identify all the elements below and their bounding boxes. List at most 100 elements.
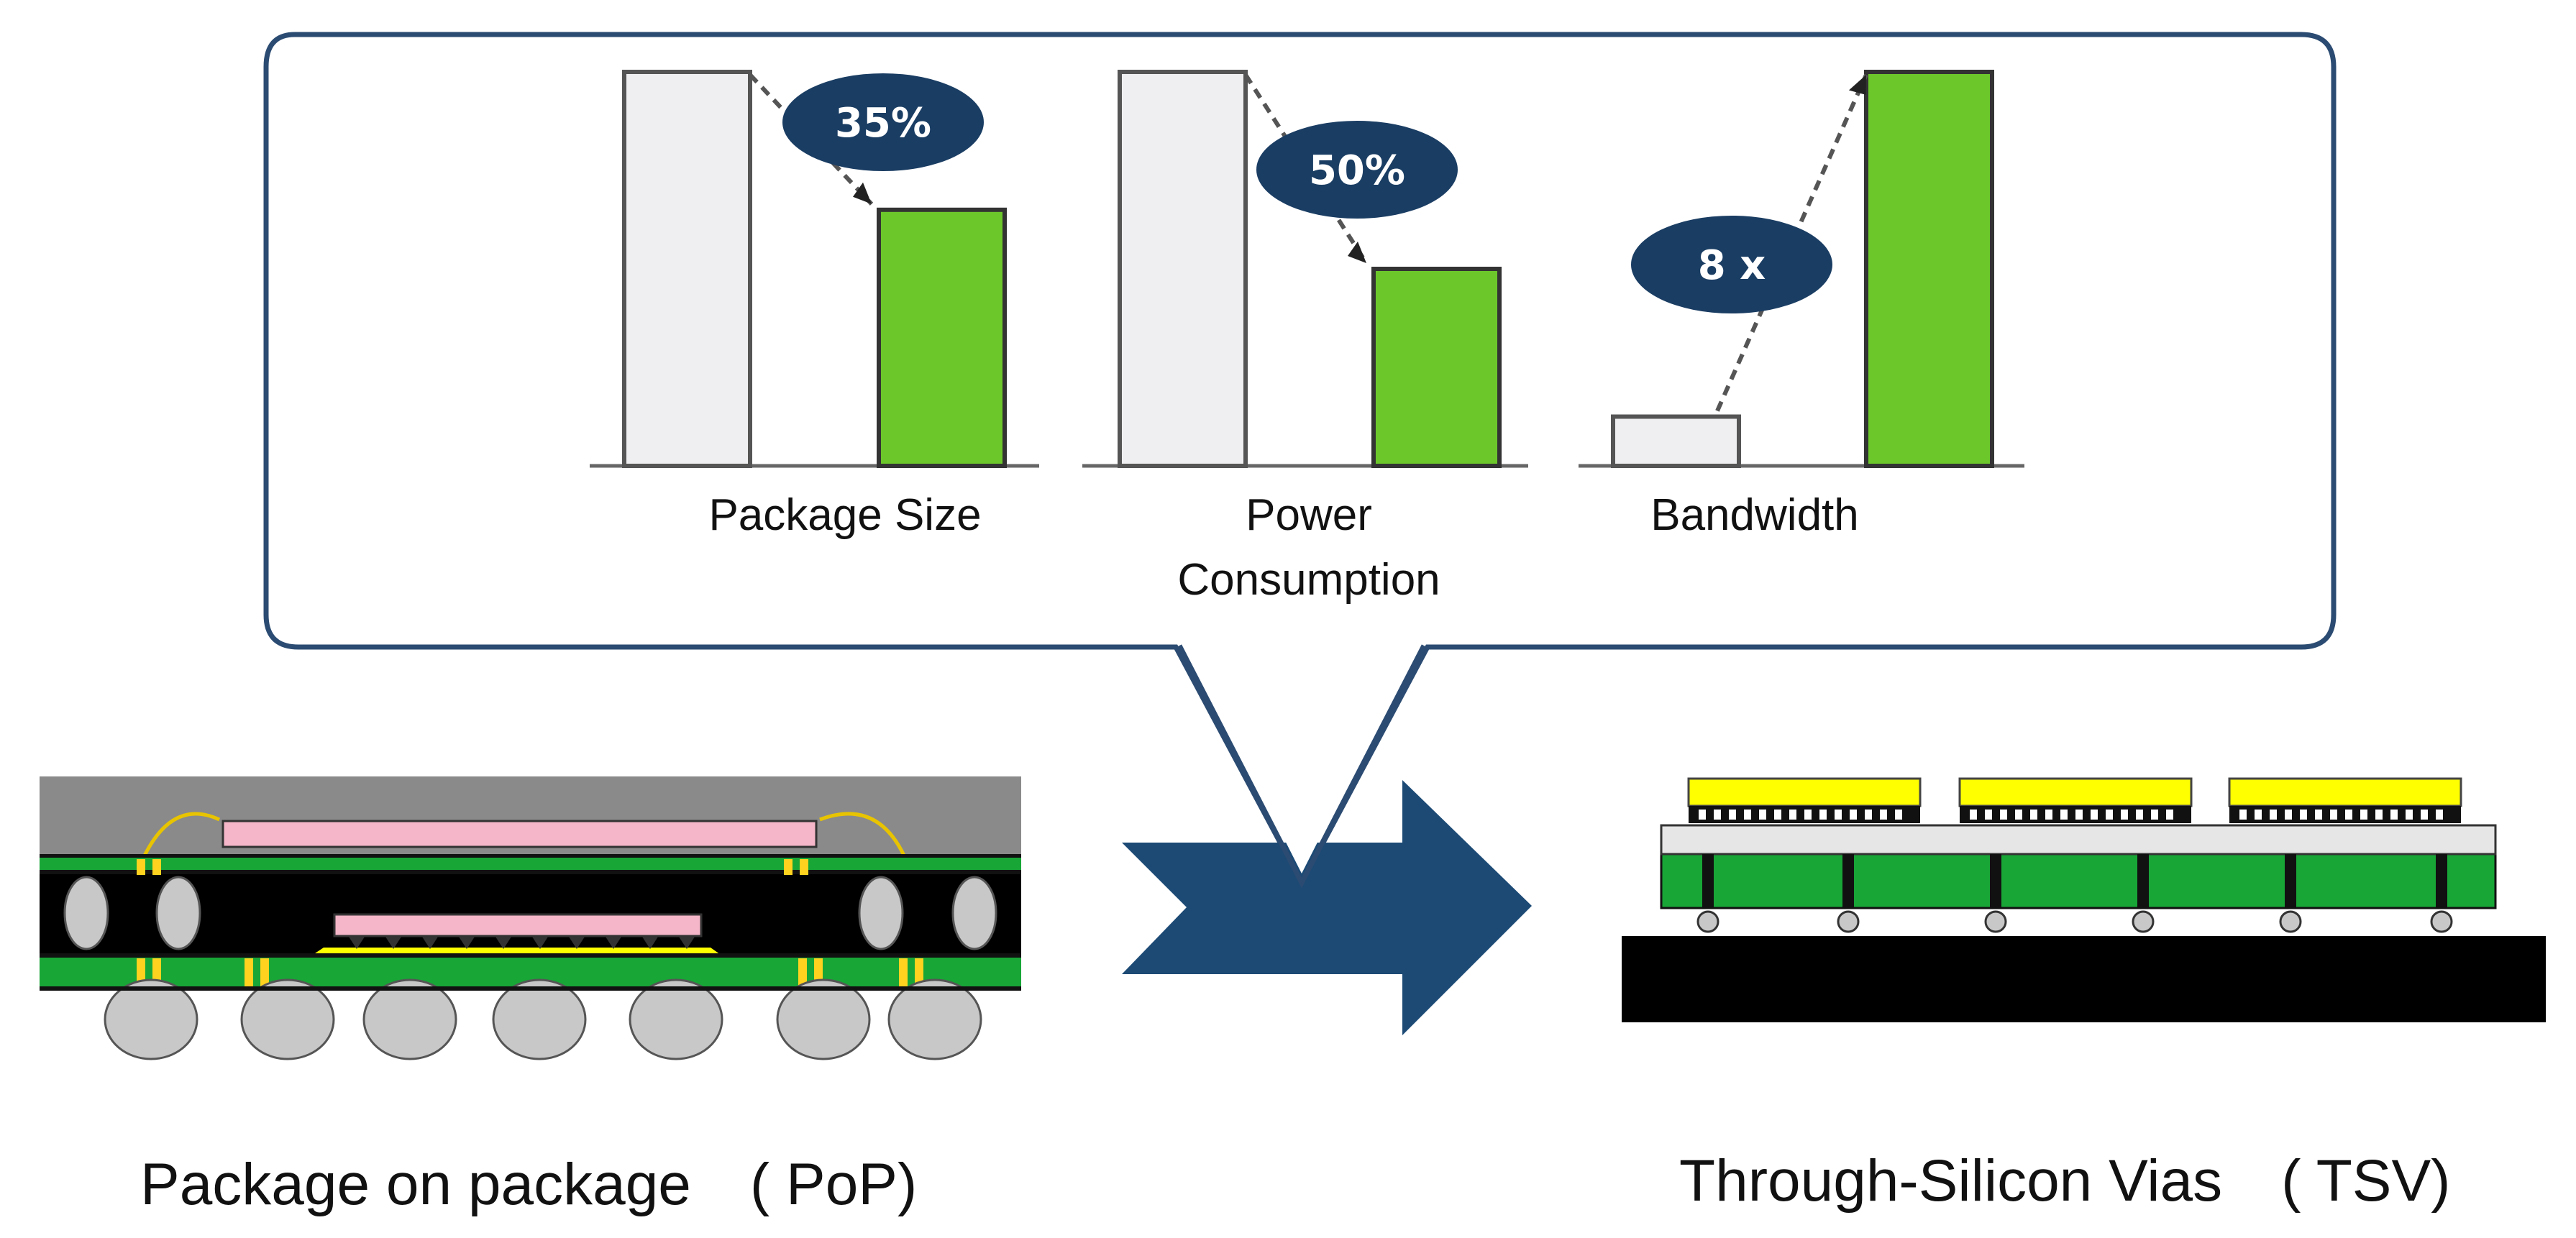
- through-via: [1842, 854, 1854, 908]
- arrowhead: [1848, 75, 1866, 95]
- change-bubble: [782, 73, 984, 171]
- microbump: [2390, 810, 2398, 820]
- change-value: 50%: [1309, 147, 1405, 194]
- bga-ball: [776, 978, 871, 1060]
- pop-lower-die: [333, 913, 703, 937]
- microbump: [1789, 810, 1796, 820]
- through-via: [2137, 854, 2149, 908]
- bar-after: [1371, 267, 1502, 468]
- pop-bga-balls: [40, 978, 1021, 1060]
- microbump: [1985, 810, 1992, 820]
- through-via: [1702, 854, 1714, 908]
- metric-label-package-size: Package Size: [687, 483, 1003, 548]
- callout-tail: [1177, 644, 1427, 889]
- arrowhead: [853, 182, 872, 204]
- bga-ball: [362, 978, 457, 1060]
- microbump: [2045, 810, 2052, 820]
- metric-label-power-consumption: Power Consumption: [1151, 483, 1467, 613]
- change-arrow: [1715, 73, 1868, 412]
- microbump: [1819, 810, 1827, 820]
- tsv-cross-section: [1622, 777, 2546, 1022]
- through-via: [1990, 854, 2001, 908]
- bump: [495, 937, 511, 949]
- change-bubble: [1256, 121, 1458, 219]
- pop-interconnect-ball: [951, 876, 997, 950]
- tsv-vias: [1696, 854, 2453, 933]
- microbump: [1729, 810, 1736, 820]
- microbump: [1895, 810, 1902, 820]
- bump: [349, 937, 365, 949]
- microbump: [2255, 810, 2262, 820]
- microbump: [2285, 810, 2292, 820]
- microbump: [2315, 810, 2322, 820]
- microbump: [2375, 810, 2383, 820]
- arrowhead: [1348, 242, 1366, 263]
- microbump: [1759, 810, 1766, 820]
- microbump: [2330, 810, 2337, 820]
- through-via: [2436, 854, 2447, 908]
- bar-after: [1864, 70, 1994, 468]
- bar-before: [622, 70, 752, 468]
- microbump: [2136, 810, 2143, 820]
- bump: [642, 937, 658, 949]
- microbump: [1880, 810, 1887, 820]
- microbump: [2345, 810, 2352, 820]
- bump: [679, 937, 695, 949]
- microbump: [2406, 810, 2413, 820]
- microbump: [2270, 810, 2277, 820]
- bump: [459, 937, 475, 949]
- tsv-rdl: [1660, 824, 2497, 856]
- microbump: [2421, 810, 2428, 820]
- tsv-bump: [1696, 910, 1719, 933]
- through-via: [2285, 854, 2296, 908]
- microbump: [2436, 810, 2443, 820]
- tsv-die: [2228, 777, 2462, 823]
- microbump: [2121, 810, 2128, 820]
- bga-ball: [887, 978, 982, 1060]
- microbump: [2166, 810, 2173, 820]
- microbump: [1699, 810, 1706, 820]
- microbump: [2360, 810, 2367, 820]
- microbump: [2060, 810, 2068, 820]
- bar-after: [877, 207, 1007, 468]
- pop-cross-section: [40, 776, 1021, 1060]
- bump: [422, 937, 438, 949]
- metric-chart: 35%: [590, 70, 1039, 468]
- tsv-bump: [1984, 910, 2007, 933]
- metric-charts: 35% 50% 8 x: [590, 70, 2024, 468]
- tsv-bump: [2132, 910, 2155, 933]
- bga-ball: [492, 978, 587, 1060]
- bar-before: [1118, 70, 1248, 468]
- microbump: [1804, 810, 1812, 820]
- die-body: [1687, 777, 1922, 807]
- tsv-board: [1622, 936, 2546, 1022]
- bga-ball: [104, 978, 198, 1060]
- bga-ball: [629, 978, 723, 1060]
- bump: [385, 937, 401, 949]
- bump: [606, 937, 621, 949]
- change-value: 8 x: [1698, 242, 1766, 289]
- bga-ball: [240, 978, 335, 1060]
- microbump: [2000, 810, 2007, 820]
- metric-label-bandwidth: Bandwidth: [1597, 483, 1913, 548]
- microbump: [2091, 810, 2098, 820]
- die-body: [2228, 777, 2462, 807]
- caption-tsv: Through-Silicon Vias ( TSV): [1679, 1148, 2451, 1214]
- tsv-dies: [1687, 777, 2462, 823]
- metric-chart: 8 x: [1579, 70, 2024, 468]
- big-right-arrow-icon: [1122, 780, 1532, 1035]
- pop-upper-die: [221, 820, 818, 848]
- tsv-die: [1958, 777, 2193, 823]
- metric-label-line2: Consumption: [1177, 554, 1440, 605]
- microbump: [2239, 810, 2247, 820]
- metric-label-line1: Bandwidth: [1650, 490, 1859, 540]
- die-body: [1958, 777, 2193, 807]
- tsv-bump: [1837, 910, 1860, 933]
- tsv-die: [1687, 777, 1922, 823]
- microbump: [1850, 810, 1857, 820]
- tsv-bump: [2279, 910, 2302, 933]
- pop-flip-chip-bumps: [349, 937, 695, 949]
- metric-chart: 50%: [1082, 70, 1528, 468]
